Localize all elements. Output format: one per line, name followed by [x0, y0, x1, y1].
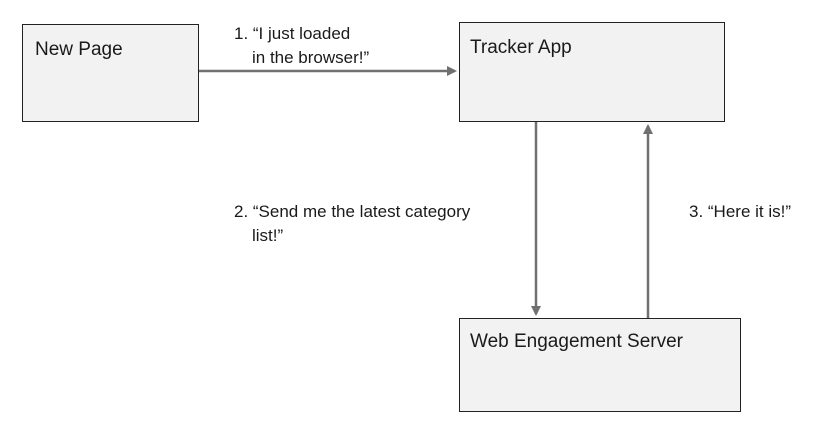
step-3-line-1: 3. “Here it is!” [689, 202, 792, 221]
web-engagement-server-label: Web Engagement Server [470, 331, 683, 352]
new-page-box: New Page [22, 24, 199, 122]
step-1-line-2: in the browser!” [252, 48, 370, 67]
new-page-label: New Page [35, 39, 123, 60]
tracker-app-box: Tracker App [459, 22, 725, 122]
step-2-label: 2. “Send me the latest category list!” [234, 200, 470, 248]
step-2-line-2: list!” [252, 226, 284, 245]
web-engagement-server-box: Web Engagement Server [459, 318, 741, 412]
tracker-app-label: Tracker App [470, 37, 572, 58]
step-3-label: 3. “Here it is!” [689, 200, 791, 224]
step-2-line-1: 2. “Send me the latest category [234, 202, 471, 221]
step-1-label: 1. “I just loaded in the browser!” [234, 22, 369, 70]
step-1-line-1: 1. “I just loaded [234, 24, 351, 43]
